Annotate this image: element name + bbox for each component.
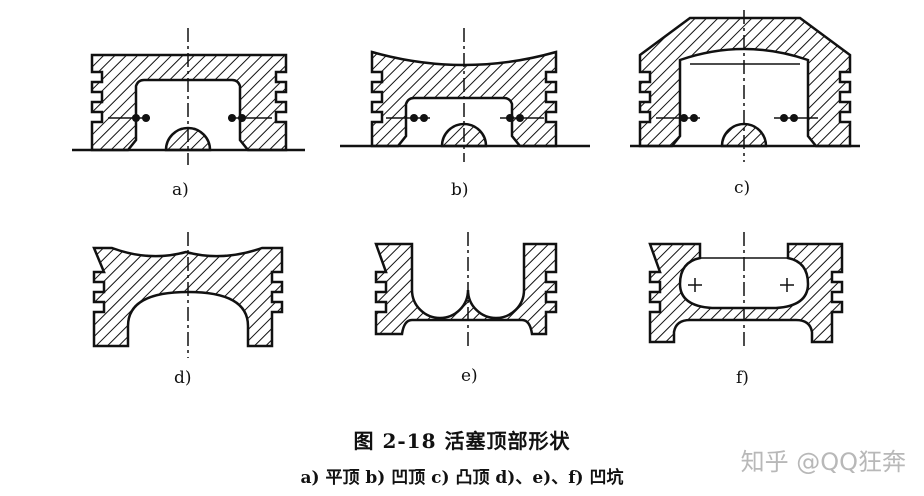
caption-c: c) <box>734 178 751 198</box>
caption-e: e) <box>461 366 478 386</box>
piston-a-flat-top <box>72 28 305 165</box>
watermark: 知乎 @QQ狂奔 <box>740 448 906 476</box>
caption-f: f) <box>736 368 749 388</box>
caption-d: d) <box>174 368 192 388</box>
caption-b: b) <box>451 180 469 200</box>
caption-a: a) <box>172 180 189 200</box>
piston-e-twin-bowl-top <box>374 232 558 350</box>
piston-b-concave-top <box>340 28 590 162</box>
figure-title: 图 2-18 活塞顶部形状 <box>353 429 571 453</box>
piston-f-reentrant-bowl-top <box>648 232 844 350</box>
piston-d-bowl-top <box>92 232 284 358</box>
figure-subtitle: a) 平顶 b) 凹顶 c) 凸顶 d)、e)、f) 凹坑 <box>300 468 624 488</box>
piston-c-convex-top <box>630 10 860 162</box>
